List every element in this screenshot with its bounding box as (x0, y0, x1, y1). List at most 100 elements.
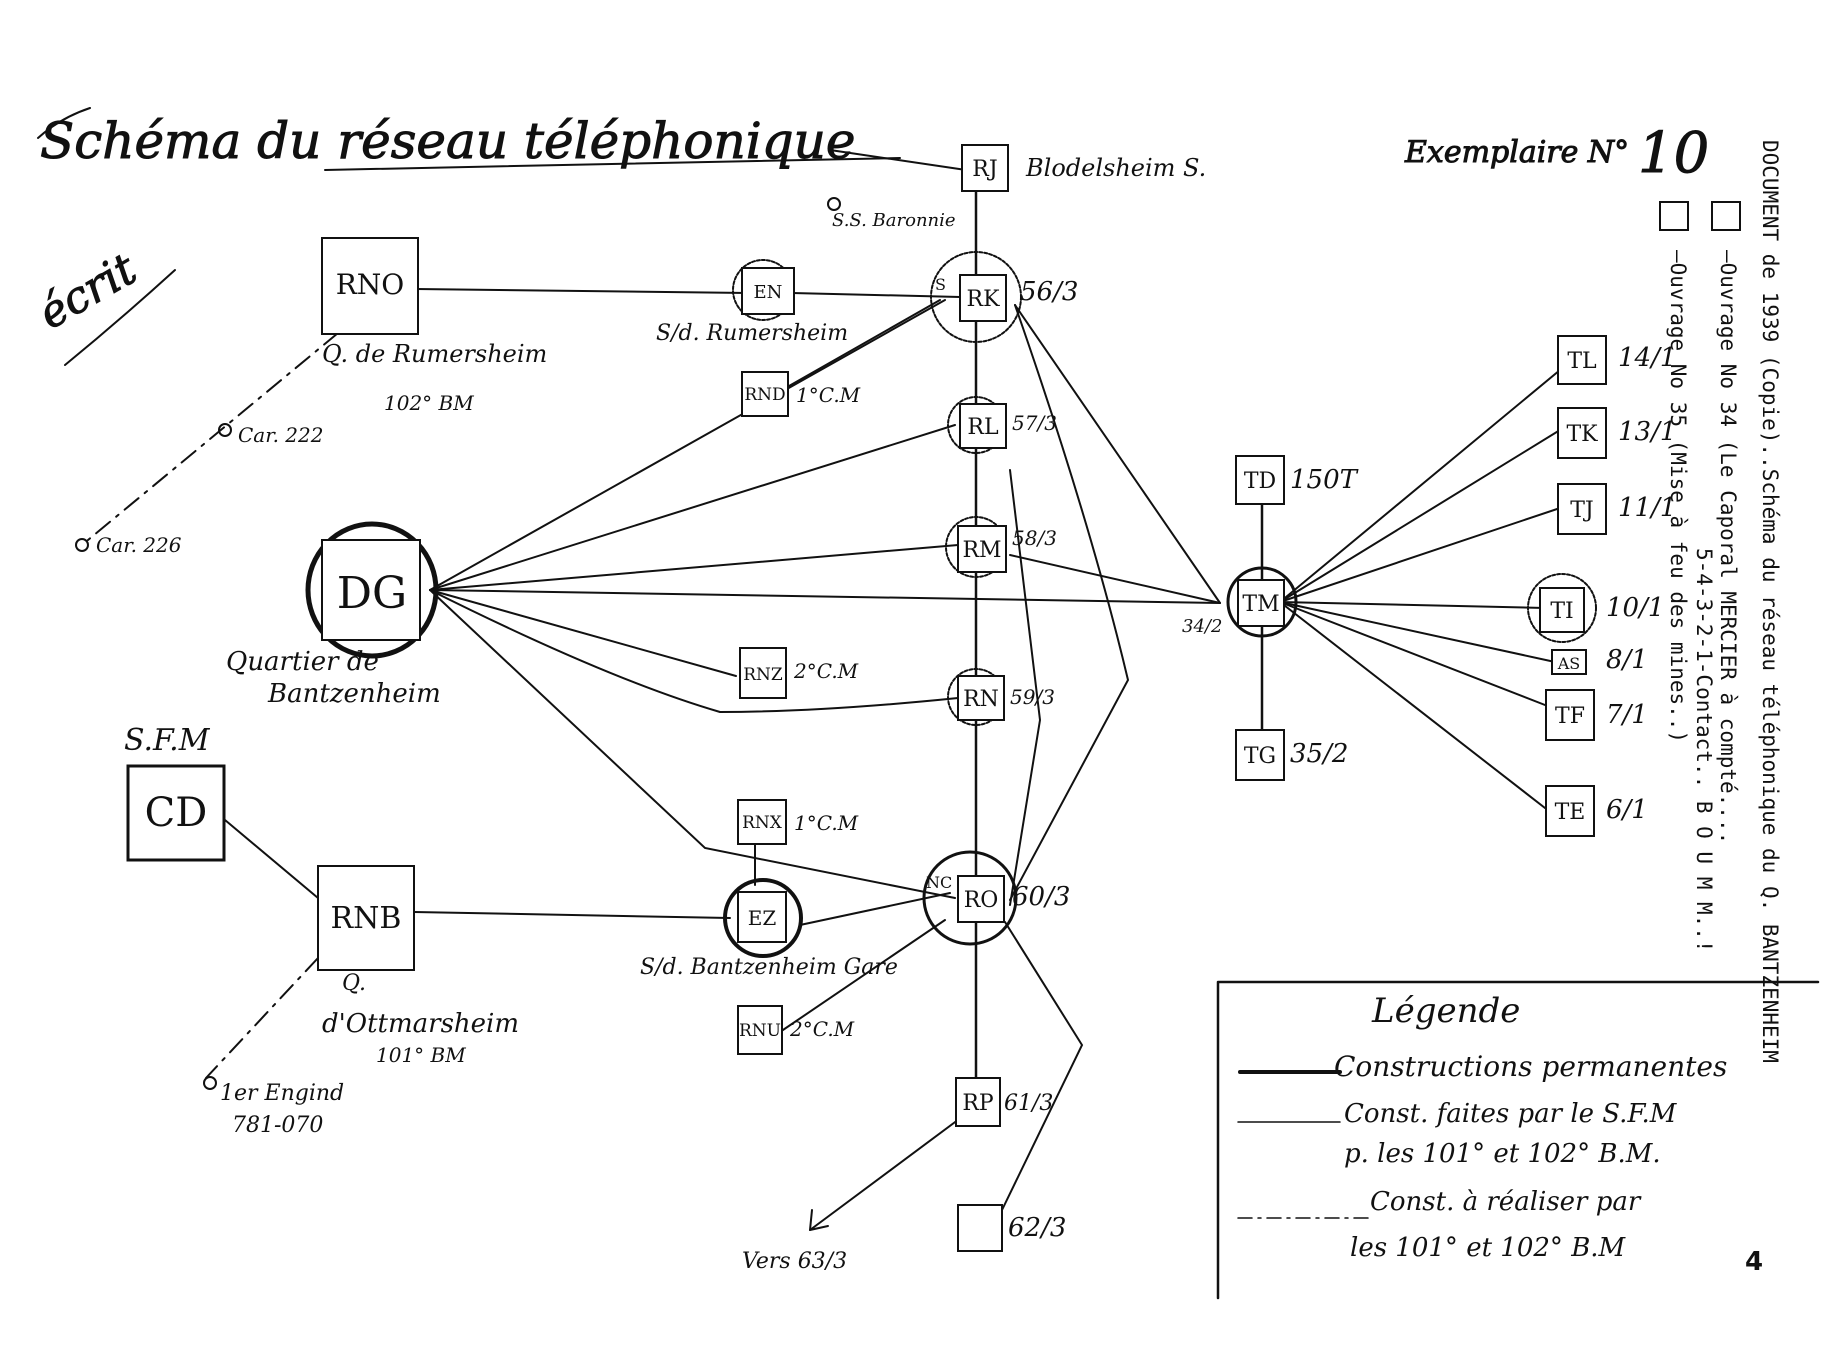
rk-ring (930, 251, 1022, 343)
node-tg (1235, 729, 1285, 781)
car222-label: Car. 222 (238, 423, 323, 447)
node-ro (957, 875, 1005, 923)
title: Schéma du réseau téléphonique (40, 112, 855, 170)
node-rnb-code: RNB (331, 901, 402, 936)
dg-rl-line (429, 424, 956, 591)
dg-rk-line (429, 299, 946, 591)
legend-sfm-line2: p. les 101° et 102° B.M. (1344, 1139, 1661, 1169)
node-rk-label: 56/3 (1020, 277, 1078, 307)
rnb-ez-line (413, 911, 731, 919)
node-empty62-label: 62/3 (1008, 1213, 1066, 1243)
node-cd (126, 764, 226, 862)
node-ti-code: TI (1550, 599, 1573, 624)
node-tl-label: 14/1 (1618, 343, 1676, 373)
side-header-line2b: 5-4-3-2-1-Contact.. B O U M M..! (1692, 548, 1716, 953)
bm101-label: 101° BM (376, 1043, 466, 1067)
node-rl-label: 57/3 (1012, 411, 1057, 435)
rumersheim-subdivision-label: S/d. Rumersheim (656, 321, 848, 346)
q-rumersheim-label: Q. de Rumersheim (322, 340, 547, 368)
node-rm-label: 58/3 (1012, 526, 1057, 550)
node-tf (1545, 689, 1595, 741)
ez-ring (723, 878, 803, 958)
q-ottmarsheim-label-line1: Q. (342, 971, 366, 996)
node-td-code: TD (1244, 469, 1276, 494)
node-ez (737, 891, 787, 943)
node-rl-code: RL (967, 415, 999, 440)
node-ti (1539, 587, 1585, 633)
baronnie-rj-line (829, 149, 967, 171)
node-rj (961, 144, 1009, 192)
node-as-label: 8/1 (1606, 645, 1648, 675)
rno-car226-dashdot (87, 332, 339, 541)
side-header-line1: DOCUMENT de 1939 (Copie)..Schéma du rése… (1758, 140, 1782, 1063)
node-ro-sub: NC (926, 873, 952, 892)
node-tj (1557, 483, 1607, 535)
dg-tm-line (429, 589, 1221, 604)
node-ez-code: EZ (748, 906, 777, 930)
node-rj-code: RJ (972, 157, 997, 182)
node-tl (1557, 335, 1607, 385)
node-tm (1237, 579, 1285, 627)
node-rnx (737, 799, 787, 845)
node-rn-label: 59/3 (1010, 685, 1055, 709)
node-rp-label: 61/3 (1004, 1091, 1053, 1116)
rp-vers-arrow-line (809, 1104, 979, 1231)
node-rj-label: Blodelsheim S. (1025, 154, 1206, 182)
node-rp-code: RP (962, 1091, 994, 1116)
tm-ring (1226, 566, 1298, 638)
quartier-label-line2: Bantzenheim (267, 679, 441, 709)
exemplaire-label: Exemplaire N° (1404, 135, 1629, 170)
node-tk-label: 13/1 (1618, 417, 1676, 447)
tm-tk-line (1279, 429, 1561, 603)
exemplaire-number: 10 (1638, 121, 1709, 186)
node-tf-code: TF (1555, 704, 1585, 729)
checkbox-ouvrage-34 (1711, 201, 1741, 231)
node-td (1235, 455, 1285, 505)
node-rnx-code: RNX (742, 813, 783, 833)
node-dg (321, 539, 421, 641)
side-note: écrit (30, 243, 145, 339)
node-rp (955, 1077, 1001, 1127)
node-rm-code: RM (962, 538, 1001, 563)
node-rnd-code: RND (744, 385, 785, 405)
cd-rnb-line (224, 819, 319, 899)
rk-ro-line (1009, 304, 1130, 901)
legend-permanent: Constructions permanentes (1334, 1050, 1727, 1083)
node-en-code: EN (754, 282, 783, 303)
quartier-label-line1: Quartier de (226, 647, 379, 677)
node-rm (957, 525, 1007, 573)
legend-todo-line1: Const. à réaliser par (1370, 1187, 1642, 1217)
node-rnu-code: RNU (739, 1021, 781, 1041)
node-ro-code: RO (964, 888, 999, 913)
dg-rn-line (429, 589, 959, 714)
node-tm-label: 34/2 (1182, 616, 1222, 637)
node-rn-code: RN (963, 687, 999, 712)
node-en (741, 267, 795, 315)
legend-title: Légende (1371, 991, 1520, 1031)
junction-icon (218, 423, 232, 437)
bantzenheim-gare-label: S/d. Bantzenheim Gare (640, 955, 898, 980)
node-rnu-label: 2°C.M (789, 1017, 855, 1041)
engin-label-line1: 1er Engind (220, 1081, 344, 1106)
node-rnb (317, 865, 415, 971)
tm-tj-line (1279, 507, 1561, 603)
vers-63-label: Vers 63/3 (742, 1249, 847, 1274)
node-tj-label: 11/1 (1618, 493, 1676, 523)
rno-en-line (415, 288, 749, 294)
dg-ring (305, 521, 439, 659)
sfm-label: S.F.M (124, 723, 211, 758)
node-tg-label: 35/2 (1290, 739, 1348, 769)
legend-frame (1216, 980, 1820, 1300)
node-as-code: AS (1557, 654, 1581, 673)
q-ottmarsheim-label-line2: d'Ottmarsheim (322, 1009, 519, 1039)
node-tg-code: TG (1244, 744, 1276, 769)
node-rnz (739, 647, 787, 699)
rnd-rk-line (781, 299, 941, 391)
dg-rnz-line (429, 589, 737, 677)
node-td-label: 150T (1290, 465, 1359, 495)
ez-ro-line (799, 892, 951, 926)
rnb-engin-dashdot (205, 957, 319, 1079)
node-tk-code: TK (1566, 422, 1598, 447)
tm-tl-line (1279, 369, 1561, 603)
